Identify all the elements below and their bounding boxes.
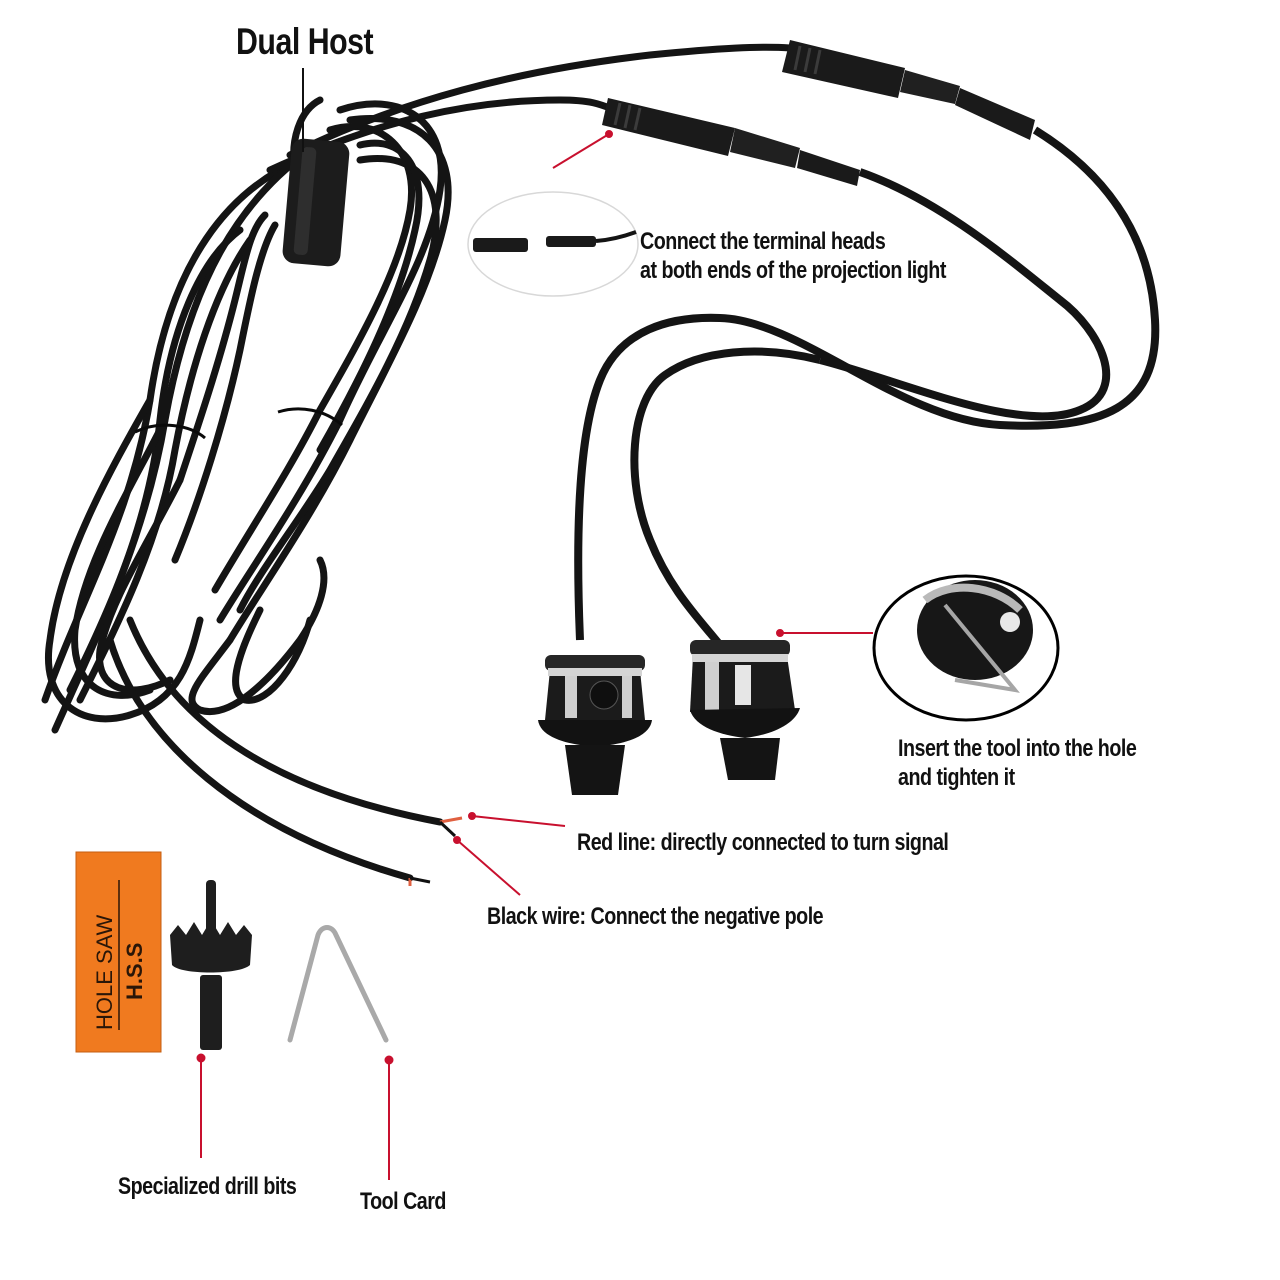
red-pointers (196, 130, 873, 1180)
label-insert-tool: Insert the tool into the hole and tighte… (898, 735, 1137, 793)
cable-coil (41, 43, 794, 882)
tool-insert-inset (872, 574, 1060, 722)
dual-host-module (282, 138, 350, 267)
cable-ties (134, 407, 343, 440)
projection-lamp-right (690, 640, 800, 780)
hole-saw-box: HOLE SAW H.S.S (75, 851, 162, 1053)
label-red-line: Red line: directly connected to turn sig… (577, 829, 949, 856)
wire-tips (408, 816, 463, 886)
box-text-hole-saw: HOLE SAW (92, 914, 117, 1030)
label-tool-card: Tool Card (360, 1188, 446, 1215)
terminal-connector-1 (602, 98, 1111, 421)
lamp-cable-right (630, 347, 821, 648)
label-insert-line1: Insert the tool into the hole (898, 735, 1137, 762)
box-text-hss: H.S.S (122, 943, 147, 1000)
label-connect-line2: at both ends of the projection light (640, 256, 946, 284)
label-drill-bits: Specialized drill bits (118, 1173, 297, 1200)
label-black-wire: Black wire: Connect the negative pole (487, 903, 824, 930)
projection-lamp-left (538, 655, 652, 795)
label-connect-terminals: Connect the terminal heads at both ends … (640, 228, 946, 286)
label-connect-line1: Connect the terminal heads (640, 228, 886, 255)
label-insert-line2: and tighten it (898, 763, 1015, 791)
connector-detail-inset (467, 191, 639, 297)
drill-bit (170, 880, 252, 1050)
tool-card (287, 925, 389, 1043)
terminal-connector-2 (574, 40, 1160, 641)
label-dual-host: Dual Host (236, 21, 374, 62)
